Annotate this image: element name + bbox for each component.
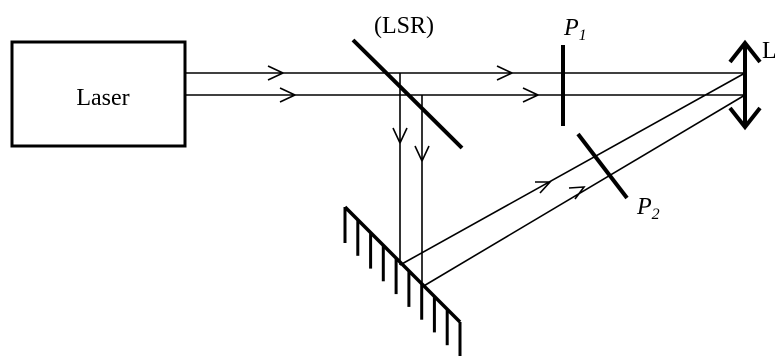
beam-arrow-lower-through xyxy=(522,87,540,103)
plate-p1-label: P xyxy=(563,15,579,41)
beam-upper-oblique xyxy=(399,72,746,266)
plate-p1: P1 xyxy=(561,15,587,126)
beam-arrow-upper-through xyxy=(496,65,514,81)
plate-p2: P2 xyxy=(576,132,660,223)
beam-arrow-lower-down xyxy=(414,145,430,163)
svg-text:P2: P2 xyxy=(636,194,660,223)
lens: L xyxy=(728,38,775,131)
beam-arrow-upper-oblique xyxy=(535,181,552,194)
beam-splitter-label: (LSR) xyxy=(374,13,434,39)
incoming-beams xyxy=(185,65,422,103)
beam-arrow-lower-in xyxy=(279,87,297,103)
mirror-hatching xyxy=(343,207,462,356)
laser-label: Laser xyxy=(76,85,129,111)
beam-arrow-upper-in xyxy=(267,65,285,81)
transmitted-beams xyxy=(400,65,745,103)
reflected-beams xyxy=(392,73,430,287)
lens-label: L xyxy=(762,38,775,64)
beam-arrow-upper-down xyxy=(392,127,408,145)
plate-p2-label: P xyxy=(636,194,652,220)
plate-p1-subscript: 1 xyxy=(579,27,587,44)
beam-arrow-lower-oblique xyxy=(568,186,586,200)
beam-splitter: (LSR) xyxy=(351,13,464,150)
svg-text:P1: P1 xyxy=(563,15,587,44)
beam-lower-oblique xyxy=(421,94,746,288)
mirror xyxy=(343,205,462,356)
laser-source: Laser xyxy=(10,40,187,148)
plate-p2-subscript: 2 xyxy=(652,206,660,223)
oblique-beams xyxy=(399,72,746,288)
